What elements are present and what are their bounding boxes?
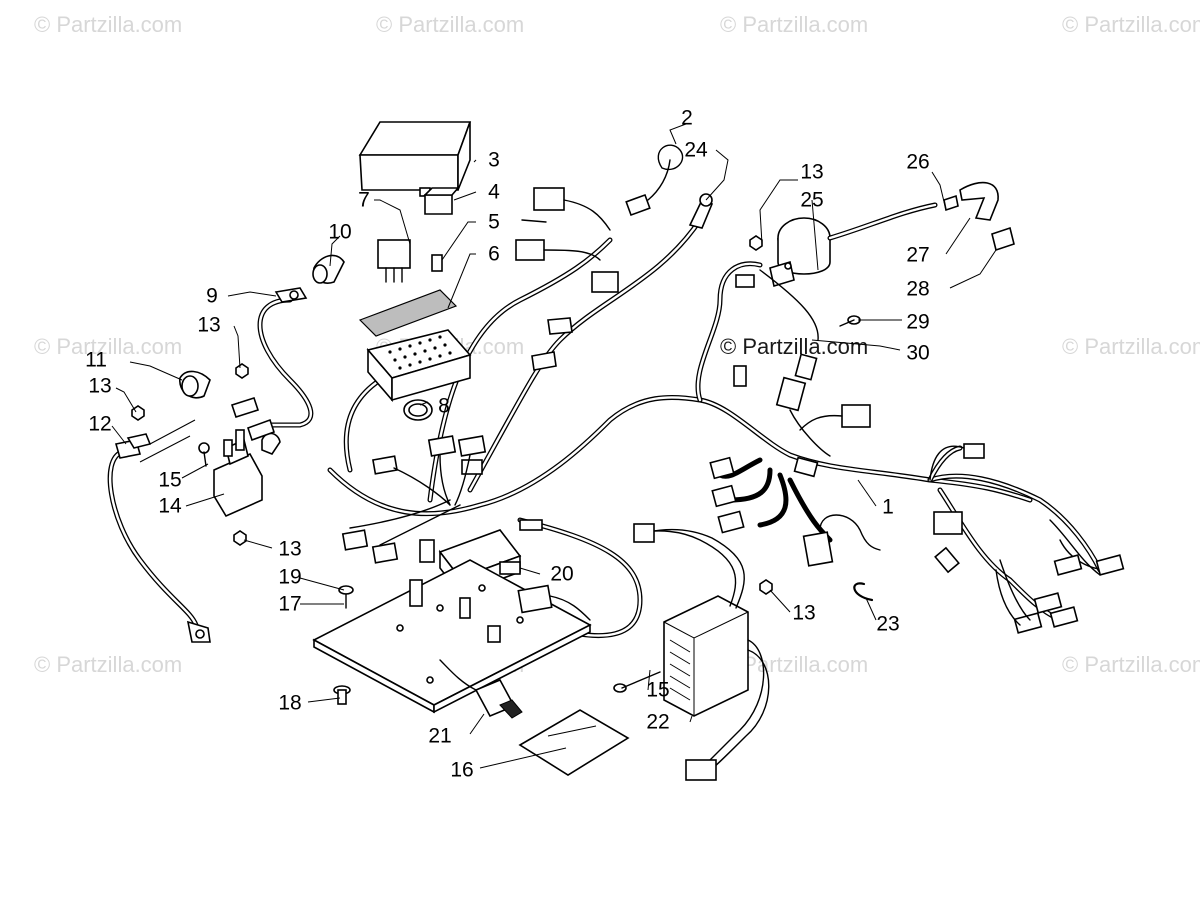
- callout-2: 2: [681, 106, 693, 130]
- nut: [749, 235, 763, 251]
- callout-17: 17: [278, 592, 302, 616]
- ignition-coil: [769, 217, 831, 288]
- watermark: © Partzilla.com: [1062, 12, 1200, 37]
- spark-plug-cap: [943, 181, 1015, 252]
- callout-21: 21: [428, 724, 452, 748]
- cable-terminal: [230, 396, 276, 442]
- callout-24: 24: [684, 138, 708, 162]
- strap-bracket: [126, 419, 196, 463]
- relay-small: [423, 187, 460, 215]
- callout-25: 25: [800, 188, 824, 212]
- callout-28: 28: [906, 277, 930, 301]
- callout-6: 6: [488, 242, 500, 266]
- watermark: © Partzilla.com: [34, 652, 183, 677]
- callout-11: 11: [85, 348, 107, 372]
- spark-plug-lead: [827, 202, 938, 241]
- callout-14: 14: [158, 494, 182, 518]
- callout-5: 5: [488, 210, 500, 234]
- watermark: © Partzilla.com: [34, 334, 183, 359]
- fuse: [431, 254, 443, 272]
- right-connectors: [709, 443, 1125, 634]
- callout-15: 15: [646, 678, 670, 702]
- callout-13: 13: [278, 537, 302, 561]
- callout-4: 4: [488, 180, 500, 204]
- harness-connector: [341, 435, 543, 564]
- nut: [233, 530, 247, 546]
- fuse-holder-loop: [657, 144, 684, 171]
- voltage-regulator: [633, 523, 770, 781]
- upper-connectors: [515, 159, 671, 293]
- relay: [377, 239, 411, 283]
- sensor: [439, 659, 523, 719]
- callout-13: 13: [197, 313, 221, 337]
- callout-23: 23: [876, 612, 900, 636]
- callout-26: 26: [906, 150, 930, 174]
- callout-27: 27: [906, 243, 930, 267]
- battery-cable-negative: [107, 439, 211, 643]
- terminal-boot: [312, 254, 345, 284]
- callout-13: 13: [800, 160, 824, 184]
- callout-13: 13: [88, 374, 112, 398]
- leader-lines: [111, 123, 997, 769]
- screw: [198, 442, 210, 467]
- fuse-box-cover: [358, 121, 472, 197]
- coil-lead-connectors: [733, 269, 871, 457]
- screw: [338, 585, 354, 609]
- battery-cable-positive: [257, 287, 314, 428]
- callout-8: 8: [438, 394, 450, 418]
- callout-29: 29: [906, 310, 930, 334]
- nut: [759, 579, 773, 595]
- callout-16: 16: [450, 758, 474, 782]
- retaining-clip: [853, 582, 874, 602]
- watermark: © Partzilla.com: [376, 12, 525, 37]
- callout-9: 9: [206, 284, 218, 308]
- callout-13: 13: [792, 601, 816, 625]
- callout-15: 15: [158, 468, 182, 492]
- callout-1: 1: [882, 495, 894, 519]
- rivet: [333, 685, 351, 705]
- callout-7: 7: [358, 188, 370, 212]
- fuse-label-decal: [358, 289, 458, 337]
- mounting-plate: [312, 559, 592, 714]
- starter-solenoid: [213, 429, 281, 518]
- fuse-block: [366, 329, 472, 403]
- callout-3: 3: [488, 148, 500, 172]
- terminal-boot: [179, 370, 211, 399]
- watermark: © Partzilla.com: [1062, 652, 1200, 677]
- watermark: © Partzilla.com: [34, 12, 183, 37]
- callout-18: 18: [278, 691, 302, 715]
- watermark: © Partzilla.com: [720, 12, 869, 37]
- callout-12: 12: [88, 412, 112, 436]
- nut: [235, 363, 249, 379]
- callout-22: 22: [646, 710, 670, 734]
- screw: [839, 315, 861, 327]
- watermark: © Partzilla.com: [720, 334, 869, 359]
- callout-10: 10: [328, 220, 352, 244]
- callout-20: 20: [550, 562, 574, 586]
- watermark: © Partzilla.com: [1062, 334, 1200, 359]
- callout-30: 30: [906, 341, 930, 365]
- clip-ring: [403, 399, 433, 421]
- plate-connector: [517, 584, 591, 621]
- screw: [613, 671, 661, 693]
- callout-19: 19: [278, 565, 302, 589]
- tape-pad: [518, 709, 630, 776]
